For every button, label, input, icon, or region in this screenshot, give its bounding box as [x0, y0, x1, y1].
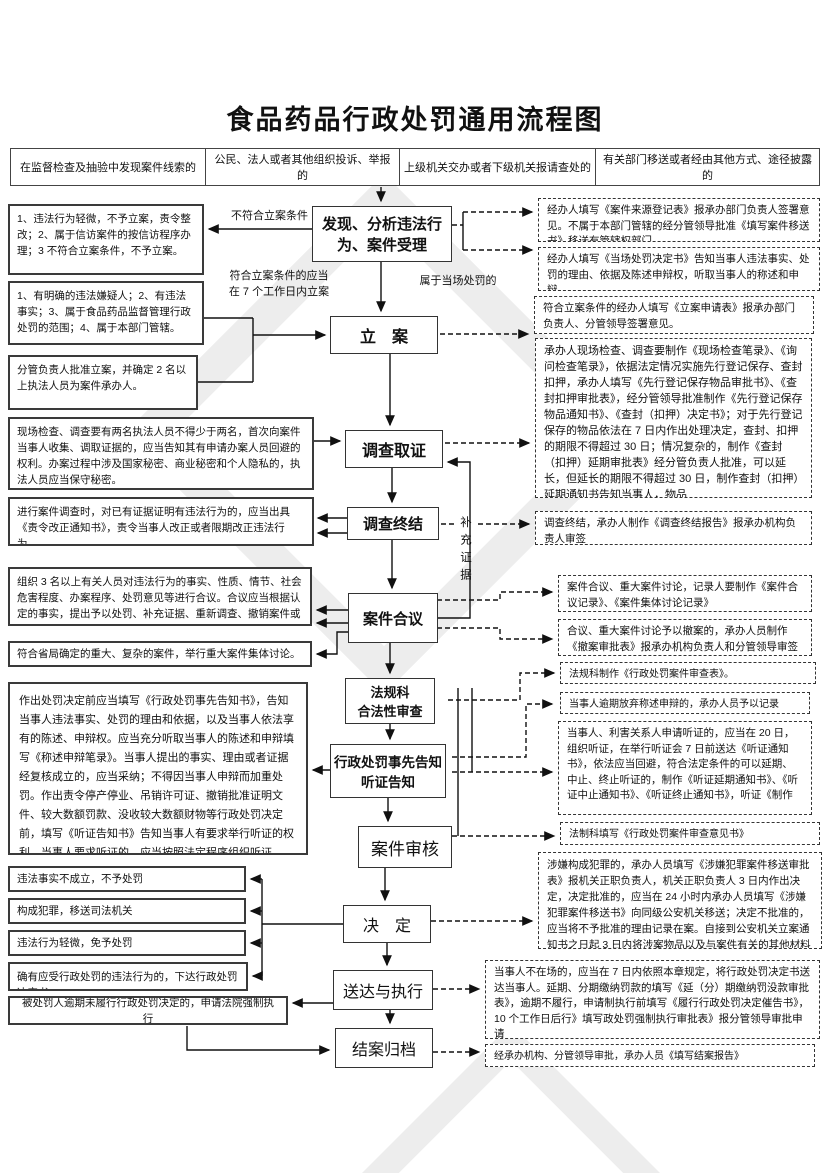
- flow-step-prior-notice: 行政处罚事先告知 听证告知: [330, 744, 446, 798]
- right-note-filing-application: 符合立案条件的经办人填写《立案申请表》报承办部门负责人、分管领导签署意见。: [534, 296, 814, 334]
- flow-step-legality-review: 法规科 合法性审查: [345, 678, 435, 724]
- right-note-evidence-procedures: 承办人现场检查、调查要制作《现场检查笔录》、《询问检查笔录》，依据法定情况实施先…: [535, 338, 812, 498]
- source-box-transfer: 有关部门移送或者经由其他方式、途径披露的: [595, 148, 820, 186]
- left-note-onsite-check: 现场检查、调查要有两名执法人员不得少于两名，首次向案件当事人收集、调取证据的，应…: [8, 417, 314, 490]
- right-note-onspot-decision: 经办人填写《当场处罚决定书》告知当事人违法事实、处罚的理由、依据及陈述申辩权，听…: [538, 247, 820, 291]
- left-note-no-filing: 1、违法行为轻微，不予立案，责令整改；2、属于信访案件的按信访程序办理；3 不符…: [8, 204, 204, 275]
- right-note-closing-report: 经承办机构、分管领导审批，承办人员《填写结案报告》: [485, 1044, 815, 1067]
- right-note-delivery-detail: 当事人不在场的，应当在 7 日内依照本章规定，将行政处罚决定书送达当事人。延期、…: [485, 960, 820, 1039]
- left-note-crime-transfer: 构成犯罪，移送司法机关: [8, 898, 246, 924]
- left-note-filing-conditions: 1、有明确的违法嫌疑人；2、有违法事实；3、属于食品药品监督管理行政处罚的范围；…: [8, 281, 204, 345]
- left-note-exempt-punishment: 违法行为轻微，免予处罚: [8, 930, 246, 956]
- label-on-spot-punishment: 属于当场处罚的: [419, 275, 497, 287]
- right-note-investigation-report: 调查终结，承办人制作《调查终结报告》报承办机构负责人审签: [535, 511, 812, 545]
- left-note-prior-notice-detail: 作出处罚决定前应当填写《行政处罚事先告知书》，告知当事人违法事实、处罚的理由和依…: [8, 682, 308, 855]
- right-note-review-form: 法规科制作《行政处罚案件审查表》。: [560, 662, 816, 684]
- right-note-hearing-procedure: 当事人、利害关系人申请听证的，应当在 20 日，组织听证，在举行听证会 7 日前…: [558, 721, 812, 815]
- flow-step-investigation: 调查取证: [345, 430, 443, 468]
- left-note-deliberation-rule: 组织 3 名以上有关人员对违法行为的事实、性质、情节、社会危害程度、办案程序、处…: [8, 567, 312, 626]
- left-note-no-punishment: 违法事实不成立，不予处罚: [8, 866, 246, 892]
- source-box-complaint: 公民、法人或者其他组织投诉、举报的: [205, 148, 400, 186]
- right-note-deliberation-record: 案件合议、重大案件讨论，记录人要制作《案件合议记录》、《案件集体讨论记录》: [558, 575, 812, 612]
- flow-step-decision: 决 定: [343, 905, 431, 943]
- right-note-crime-transfer-detail: 涉嫌构成犯罪的，承办人员填写《涉嫌犯罪案件移送审批表》报机关正职负责人，机关正职…: [538, 852, 822, 949]
- source-box-inspection: 在监督检查及抽验中发现案件线索的: [10, 148, 206, 186]
- flow-step-deliberation: 案件合议: [348, 593, 438, 643]
- right-note-waive-statement: 当事人逾期放弃称述申辩的，承办人员予以记录: [560, 692, 810, 714]
- left-note-punishment-decision: 确有应受行政处罚的违法行为的，下达行政处罚决定书: [8, 962, 248, 991]
- right-note-withdraw-case: 合议、重大案件讨论予以撤案的，承办人员制作《撤案审批表》报承办机构负责人和分管领…: [558, 619, 812, 656]
- source-box-superior: 上级机关交办或者下级机关报请查处的: [399, 148, 596, 186]
- label-meet-filing: 符合立案条件的应当 在 7 个工作日内立案: [228, 270, 330, 298]
- flow-step-delivery-execution: 送达与执行: [333, 970, 433, 1010]
- left-note-filing-approval: 分管负责人批准立案，并确定 2 名以上执法人员为案件承办人。: [8, 355, 198, 410]
- page-title: 食品药品行政处罚通用流程图: [226, 105, 604, 135]
- flow-step-filing: 立 案: [330, 316, 438, 354]
- flow-step-case-review: 案件审核: [358, 826, 452, 868]
- right-note-case-source: 经办人填写《案件来源登记表》报承办部门负责人签署意见。不属于本部门管辖的经分管领…: [538, 198, 820, 242]
- flow-step-closing-archive: 结案归档: [335, 1028, 433, 1068]
- label-supplement-evidence: 补充证据: [459, 516, 471, 586]
- left-note-court-enforcement: 被处罚人逾期未履行行政处罚决定的，申请法院强制执行: [8, 996, 288, 1025]
- left-note-major-case: 符合省局确定的重大、复杂的案件，举行重大案件集体讨论。: [8, 641, 312, 667]
- flow-step-investigation-end: 调查终结: [347, 507, 439, 540]
- label-not-meet-filing: 不符合立案条件: [231, 210, 308, 222]
- right-note-review-opinion: 法制科填写《行政处罚案件审查意见书》: [560, 822, 820, 845]
- left-note-correction-notice: 进行案件调查时，对已有证据证明有违法行为的，应当出具《责令改正通知书》，责令当事…: [8, 497, 314, 546]
- flow-step-case-acceptance: 发现、分析违法行 为、案件受理: [312, 206, 452, 262]
